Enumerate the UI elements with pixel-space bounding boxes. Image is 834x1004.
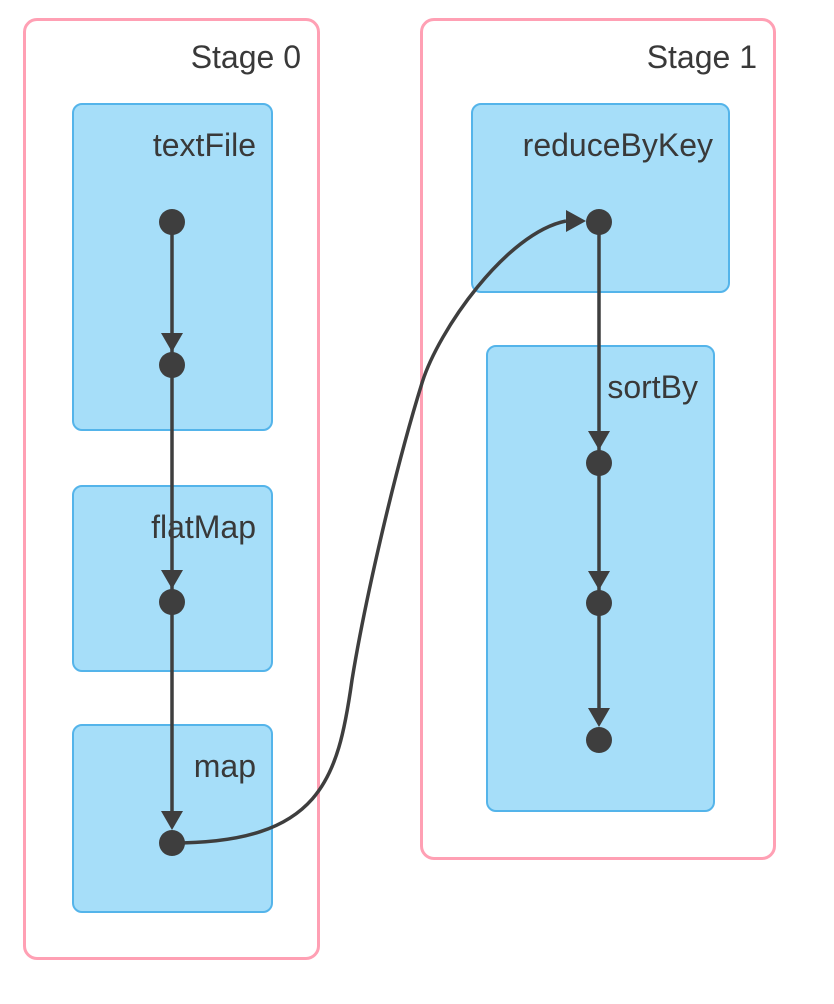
operation-map-box: map bbox=[72, 724, 273, 913]
operation-flatmap-label: flatMap bbox=[151, 509, 256, 545]
operation-textfile-label: textFile bbox=[152, 127, 256, 163]
operation-map-label: map bbox=[193, 748, 256, 784]
stage-0-label: Stage 0 bbox=[190, 39, 301, 75]
operation-sortby-box: sortBy bbox=[486, 345, 715, 812]
operation-reducebykey-label: reduceByKey bbox=[522, 127, 713, 163]
operation-reducebykey-box: reduceByKey bbox=[471, 103, 730, 293]
operation-sortby-label: sortBy bbox=[607, 369, 698, 405]
stage-1-label: Stage 1 bbox=[646, 39, 757, 75]
operation-textfile-box: textFile bbox=[72, 103, 273, 431]
operation-flatmap-box: flatMap bbox=[72, 485, 273, 672]
